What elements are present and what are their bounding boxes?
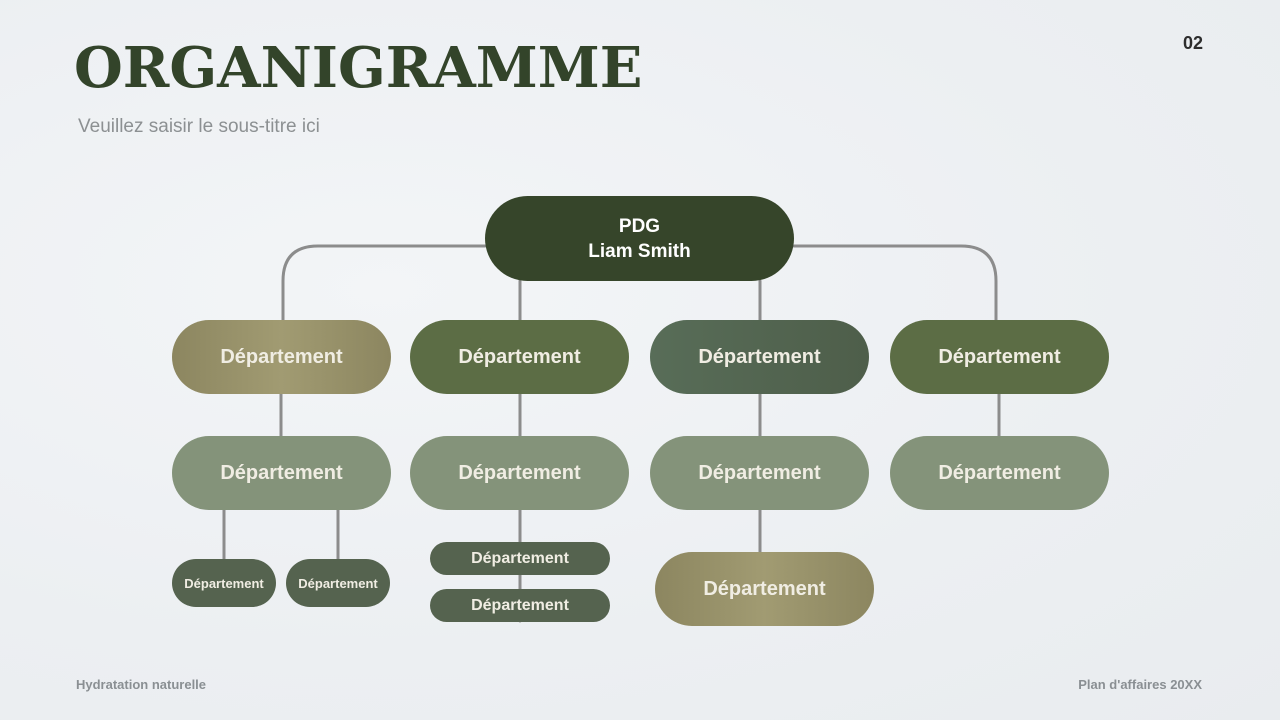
department-node-small: Département xyxy=(172,559,276,607)
department-node: Département xyxy=(890,320,1109,394)
department-node-small: Département xyxy=(286,559,390,607)
ceo-name: Liam Smith xyxy=(588,240,691,262)
page-number: 02 xyxy=(1182,33,1203,53)
department-node: Département xyxy=(655,552,874,626)
slide-title: ORGANIGRAMME xyxy=(74,35,643,101)
department-node-medium: Département xyxy=(430,589,610,622)
department-node: Département xyxy=(172,436,391,510)
footer-brand: Hydratation naturelle xyxy=(76,677,207,692)
department-node: Département xyxy=(410,320,629,394)
slide-subtitle: Veuillez saisir le sous-titre ici xyxy=(78,116,320,137)
department-node: Département xyxy=(650,320,869,394)
connector-ceo-dept4 xyxy=(792,244,998,322)
department-node: Département xyxy=(890,436,1109,510)
department-node: Département xyxy=(650,436,869,510)
footer-plan: Plan d'affaires 20XX xyxy=(1078,677,1202,692)
department-node: Département xyxy=(410,436,629,510)
department-node: Département xyxy=(172,320,391,394)
ceo-node: PDG Liam Smith xyxy=(485,196,794,281)
department-node-medium: Département xyxy=(430,542,610,575)
connector-ceo-dept1 xyxy=(281,244,487,322)
ceo-role: PDG xyxy=(618,215,661,237)
